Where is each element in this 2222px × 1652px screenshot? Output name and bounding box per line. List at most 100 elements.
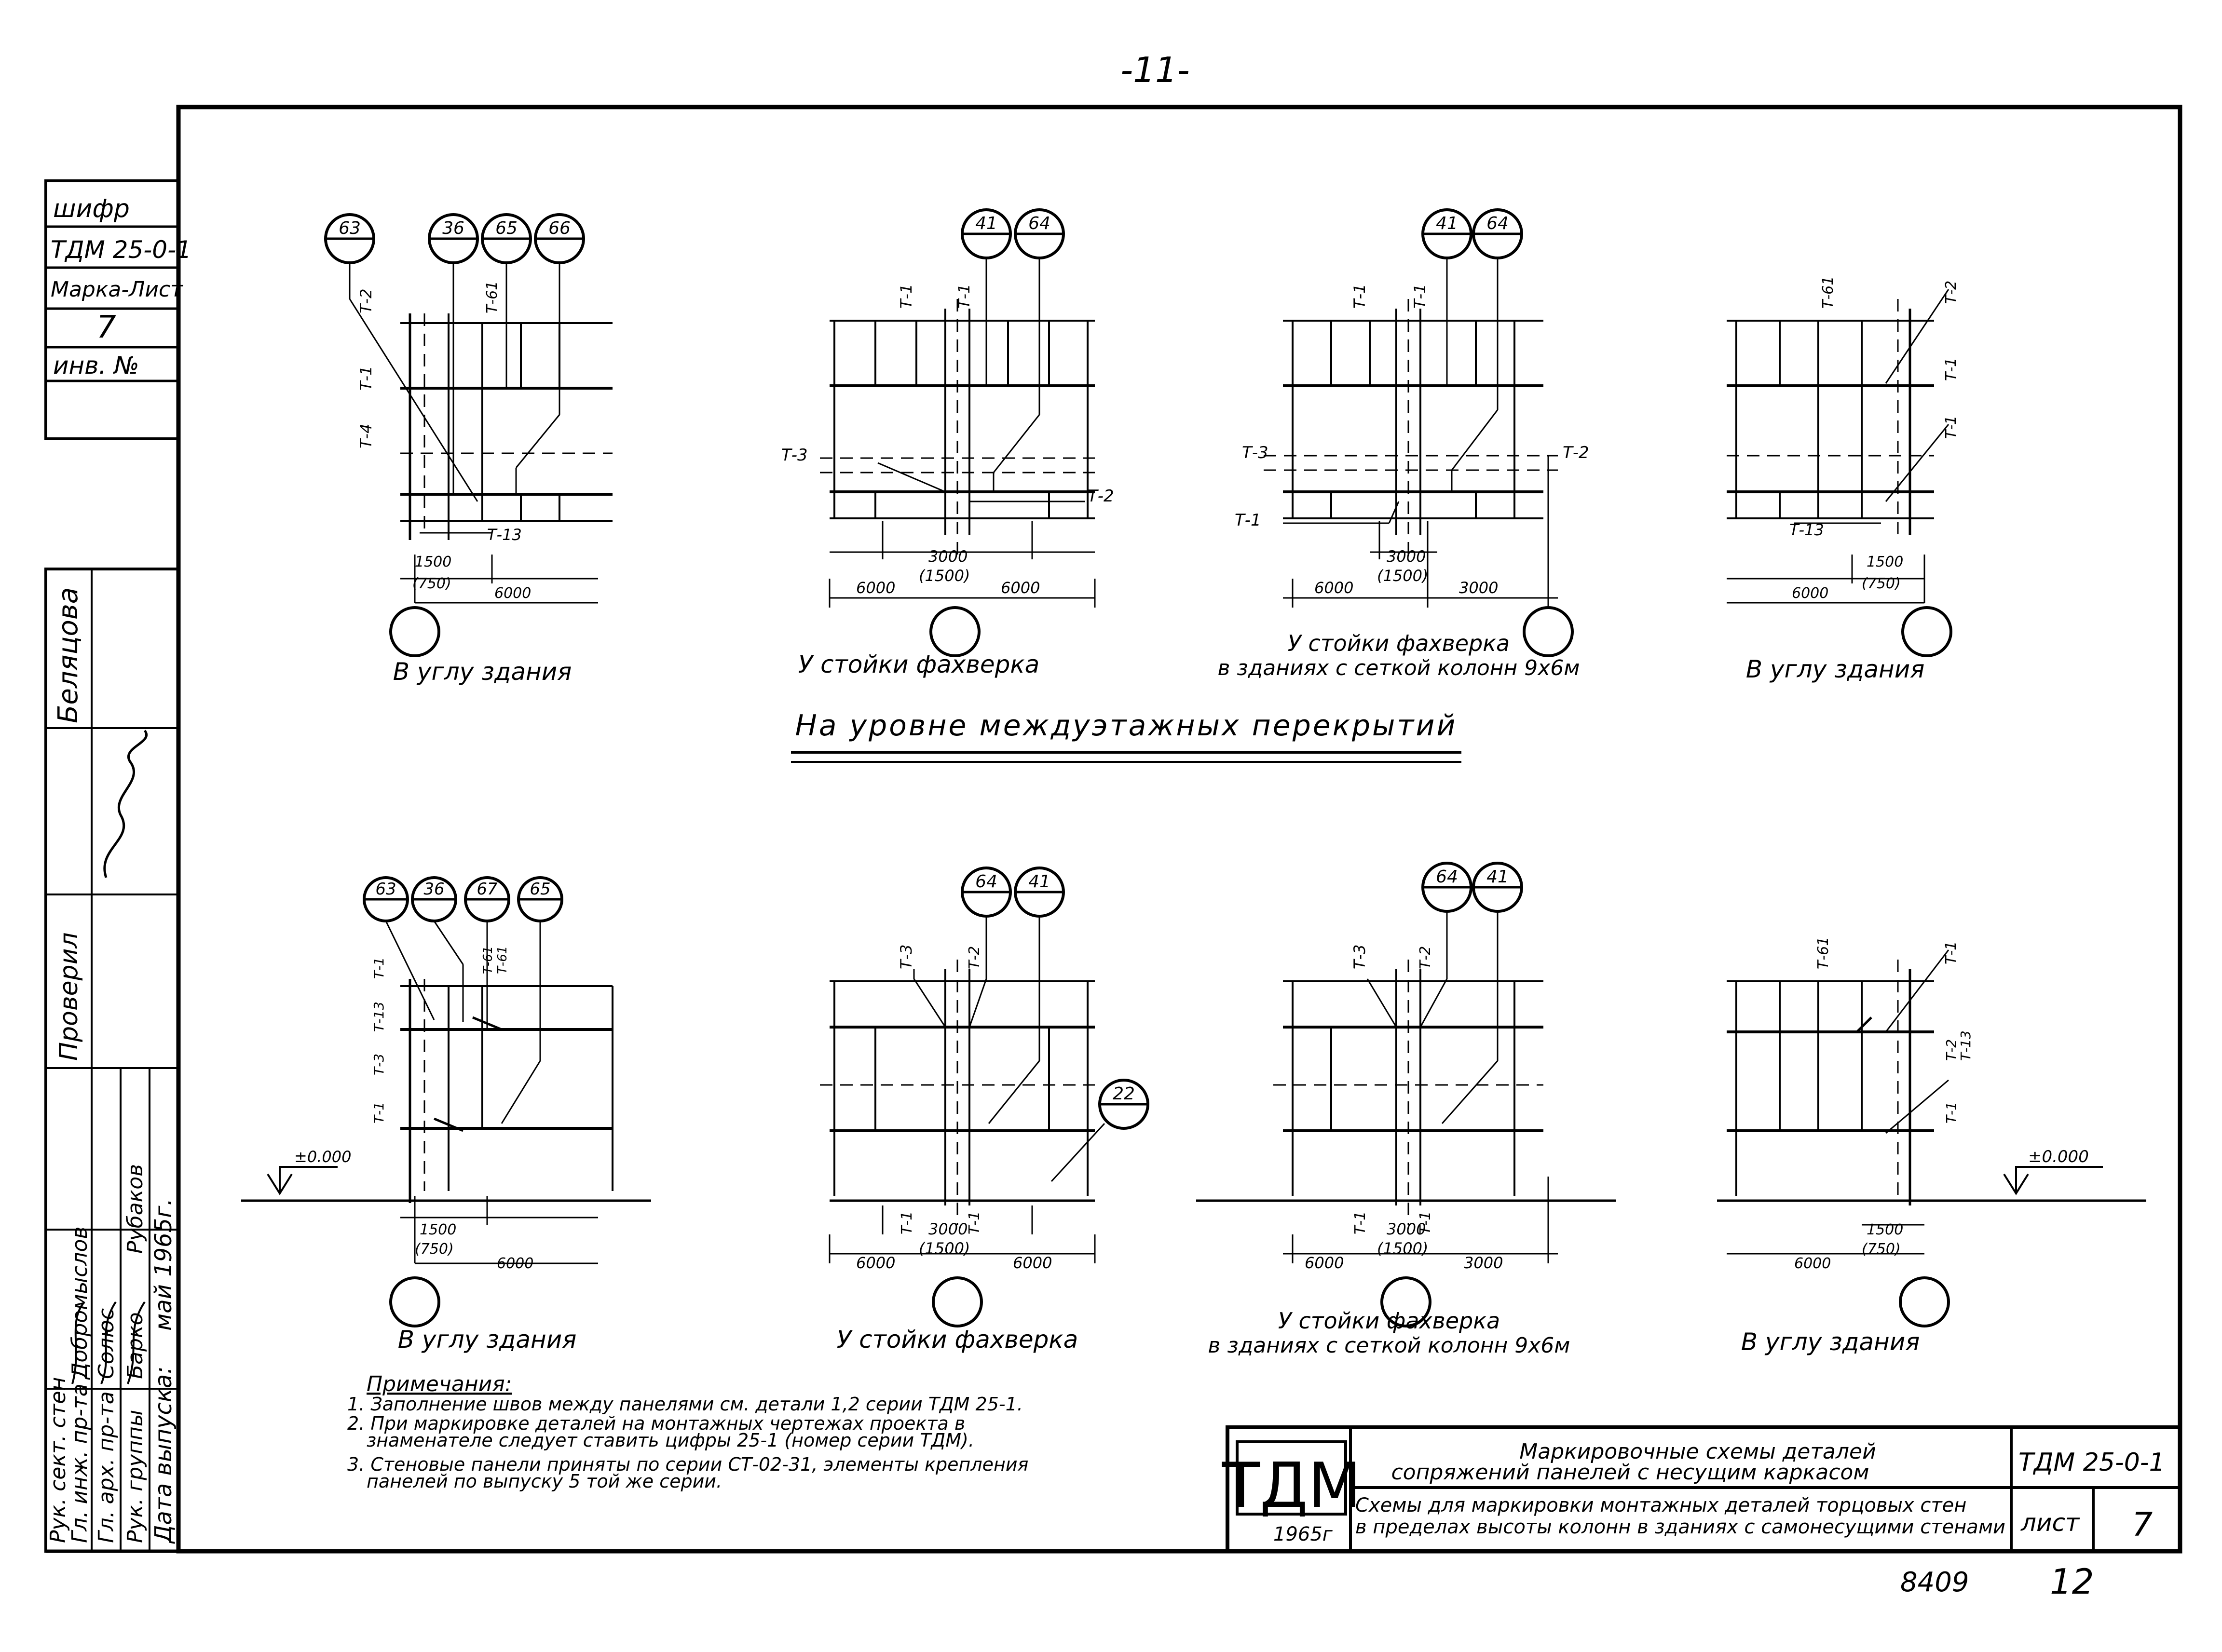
svg-text:Т-13: Т-13	[1958, 1030, 1974, 1061]
svg-text:Т-3: Т-3	[781, 446, 808, 465]
axis-circle	[389, 1276, 440, 1327]
subtitle-line-1: Схемы для маркировки монтажных деталей т…	[1355, 1494, 1966, 1517]
panel-outline	[1727, 949, 1949, 1205]
sheet-value: 7	[2132, 1506, 2153, 1544]
marker-36: 36	[411, 876, 457, 922]
svg-text:6000: 6000	[497, 1255, 533, 1272]
svg-text:66: 66	[548, 218, 571, 238]
marker-41: 41	[1421, 208, 1472, 259]
date-value: май 1965г.	[150, 1198, 177, 1331]
svg-text:1500: 1500	[420, 1221, 456, 1238]
inv-label: инв. №	[53, 352, 139, 379]
svg-text:6000: 6000	[1013, 1254, 1052, 1272]
svg-text:(750): (750)	[412, 575, 451, 592]
svg-text:6000: 6000	[856, 1254, 895, 1272]
caption-bottom-1: В углу здания	[398, 1326, 577, 1354]
mark-sheet-label: Марка-Лист	[51, 277, 183, 302]
note-1: 1. Заполнение швов между панелями см. де…	[347, 1394, 1023, 1415]
notes: Примечания: 1. Заполнение швов между пан…	[347, 1372, 1028, 1492]
svg-text:(750): (750)	[1862, 1241, 1901, 1258]
svg-text:3000: 3000	[1387, 1220, 1426, 1238]
svg-text:22: 22	[1113, 1084, 1135, 1104]
role-3: Гл. арх. пр-та	[94, 1391, 119, 1543]
axis-circle	[1899, 1276, 1950, 1327]
panel-outline	[820, 916, 1105, 1263]
title-block: ТДМ 1965г Маркировочные схемы деталей со…	[1222, 1425, 2182, 1553]
footer-number-1: 8409	[1900, 1567, 1969, 1598]
svg-text:Т-61: Т-61	[481, 946, 495, 974]
svg-text:3000: 3000	[1459, 579, 1498, 597]
panel-outline	[349, 263, 613, 604]
svg-text:Т-61: Т-61	[1820, 276, 1837, 309]
diagram-bottom-3: 64 41 Т-3 Т-2	[1196, 862, 1616, 1358]
svg-text:6000: 6000	[1314, 579, 1353, 597]
svg-text:Т-3: Т-3	[897, 945, 915, 969]
role-5: Дата выпуска:	[150, 1367, 177, 1544]
level-mark	[2003, 1166, 2103, 1195]
diagram-top-3: 41 64	[1218, 208, 1589, 680]
marker-41: 41	[1014, 867, 1065, 918]
svg-text:1500: 1500	[415, 554, 451, 570]
sheet-label: лист	[2020, 1509, 2080, 1537]
caption-bottom-3b: в зданиях с сеткой колонн 9х6м	[1208, 1333, 1570, 1358]
marker-65: 65	[481, 213, 532, 264]
mark-sheet-value: 7	[96, 310, 116, 345]
marker-67: 67	[464, 876, 510, 922]
marker-36: 36	[428, 213, 479, 264]
name-4: Рубаков	[123, 1164, 148, 1254]
svg-text:Т-1: Т-1	[1943, 1102, 1959, 1124]
svg-text:±0.000: ±0.000	[294, 1148, 351, 1166]
note-3b: панелей по выпуску 5 той же серии.	[367, 1471, 722, 1492]
svg-text:Т-1: Т-1	[1417, 1211, 1434, 1234]
panel-outline	[1264, 258, 1558, 608]
diagram-top-2: 41 64	[781, 208, 1114, 678]
svg-text:3000: 3000	[1387, 547, 1426, 566]
svg-text:Т-2: Т-2	[1417, 946, 1434, 969]
panel-outline	[820, 258, 1096, 608]
svg-text:41: 41	[1028, 872, 1050, 892]
svg-text:63: 63	[339, 218, 361, 238]
svg-text:Т-2: Т-2	[966, 946, 983, 969]
svg-text:64: 64	[1436, 867, 1458, 887]
svg-text:64: 64	[975, 872, 997, 892]
svg-text:1500: 1500	[1867, 1221, 1903, 1238]
marker-64: 64	[961, 867, 1012, 918]
note-2: 2. При маркировке деталей на монтажных ч…	[347, 1413, 965, 1434]
cipher-value: ТДМ 25-0-1	[51, 236, 191, 264]
svg-text:Т-1: Т-1	[899, 1211, 915, 1234]
svg-text:65: 65	[530, 880, 550, 899]
panel-outline	[1196, 911, 1616, 1263]
svg-text:(1500): (1500)	[1377, 567, 1428, 585]
signatures	[71, 1301, 146, 1384]
role-1: Рук. сект. стен	[46, 1377, 70, 1543]
svg-text:63: 63	[375, 880, 396, 899]
diagram-bottom-4: ±0.000 Т-61 Т-1 Т-2 Т-13 Т-1 1500 (750) …	[1717, 937, 2146, 1356]
svg-text:Т-1: Т-1	[966, 1211, 983, 1234]
axis-circle	[1380, 1276, 1431, 1327]
svg-text:Т-1: Т-1	[1235, 511, 1261, 530]
role-4: Рук. группы	[123, 1410, 148, 1543]
panel-outline	[1727, 289, 1949, 604]
svg-text:Т-4: Т-4	[357, 424, 375, 448]
axis-circle	[1523, 606, 1574, 657]
code: ТДМ 25-0-1	[2018, 1448, 2165, 1477]
svg-text:3000: 3000	[928, 547, 968, 566]
page-number: -11-	[1120, 50, 1190, 90]
caption-top-2: У стойки фахверка	[798, 650, 1039, 678]
svg-text:(1500): (1500)	[919, 1239, 970, 1258]
footer-number-2: 12	[2050, 1561, 2094, 1602]
svg-text:6000: 6000	[1794, 1255, 1831, 1272]
subtitle-line-2: в пределах высоты колонн в зданиях с сам…	[1355, 1516, 2005, 1538]
marker-63: 63	[363, 876, 409, 922]
title-line-2: сопряжений панелей с несущим каркасом	[1391, 1460, 1869, 1485]
marker-66: 66	[534, 213, 585, 264]
svg-text:64: 64	[1486, 214, 1509, 233]
panel-outline	[385, 921, 613, 1264]
title-line-1: Маркировочные схемы деталей	[1519, 1439, 1876, 1464]
svg-text:(1500): (1500)	[1377, 1239, 1428, 1258]
svg-text:6000: 6000	[1792, 585, 1828, 602]
svg-text:Т-61: Т-61	[495, 946, 510, 974]
svg-text:Т-1: Т-1	[1352, 1211, 1369, 1234]
section-title: На уровне междуэтажных перекрытий	[795, 709, 1458, 743]
svg-text:Т-1: Т-1	[1943, 941, 1960, 964]
